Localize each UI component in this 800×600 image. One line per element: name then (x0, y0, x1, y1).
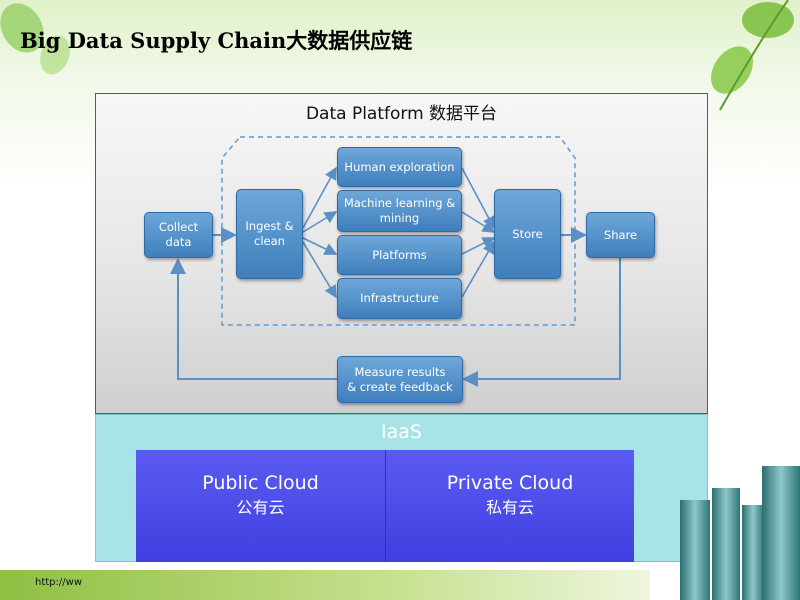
node-platforms: Platforms (337, 235, 462, 275)
public-cloud-label: Public Cloud (202, 472, 319, 494)
node-machine-learning: Machine learning & mining (337, 190, 462, 232)
footer-url: http://ww (35, 577, 82, 588)
processing-boundary (221, 136, 576, 326)
arrow-ingest-infrastructure (302, 241, 337, 299)
arrow-ml-store (461, 211, 496, 233)
leaf-decoration-top-right (711, 0, 794, 111)
arrow-measure-collect (170, 258, 337, 380)
arrow-human-store (461, 167, 495, 230)
private-cloud-label-cn: 私有云 (485, 498, 534, 517)
node-ingest-clean: Ingest & clean (236, 189, 303, 279)
node-infrastructure: Infrastructure (337, 278, 462, 319)
leaf-decoration-top-left (0, 3, 70, 75)
node-collect-data: Collect data (144, 212, 213, 258)
arrow-ingest-human (302, 166, 337, 229)
footer-strip (0, 570, 650, 600)
private-cloud-box: Private Cloud 私有云 (386, 450, 634, 562)
arrow-ingest-platforms (302, 237, 338, 255)
arrow-ingest-ml (302, 211, 338, 233)
iaas-title: IaaS (381, 421, 422, 443)
private-cloud-label: Private Cloud (446, 472, 574, 494)
node-human-exploration: Human exploration (337, 147, 462, 187)
public-cloud-label-cn: 公有云 (236, 498, 285, 517)
arrow-infrastructure-store (461, 240, 495, 298)
arrow-share-measure (462, 258, 621, 387)
node-measure-feedback: Measure results & create feedback (337, 356, 463, 403)
node-share: Share (586, 212, 655, 258)
slide-title: Big Data Supply Chain大数据供应链 (20, 28, 413, 53)
data-platform-title: Data Platform 数据平台 (305, 104, 498, 124)
public-cloud-box: Public Cloud 公有云 (136, 450, 386, 562)
node-store: Store (494, 189, 561, 279)
